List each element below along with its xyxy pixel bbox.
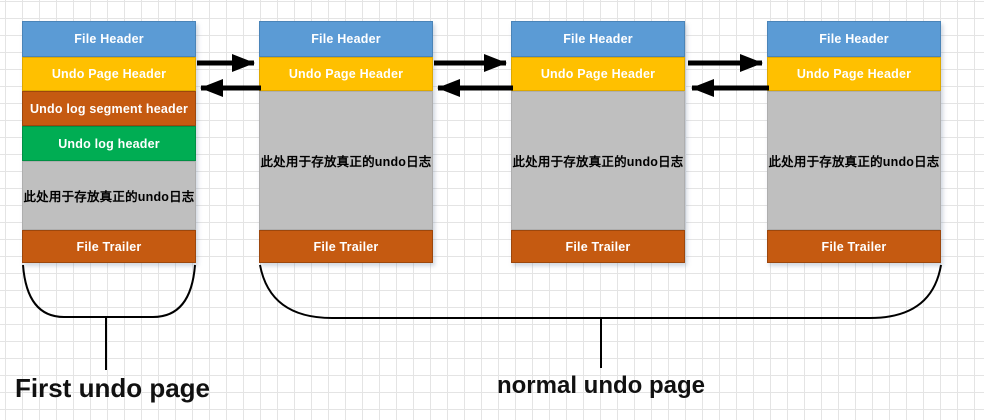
section-undo-page-header: Undo Page Header bbox=[259, 57, 433, 91]
label-normal-undo-page: normal undo page bbox=[496, 372, 705, 399]
section-undo-data-area: 此处用于存放真正的undo日志 bbox=[22, 161, 196, 230]
normal-undo-page-column-1: File Header Undo Page Header 此处用于存放真正的un… bbox=[259, 21, 433, 263]
section-file-trailer: File Trailer bbox=[767, 230, 941, 263]
section-file-header: File Header bbox=[22, 21, 196, 57]
section-undo-page-header: Undo Page Header bbox=[767, 57, 941, 91]
section-file-header: File Header bbox=[259, 21, 433, 57]
first-undo-page-column: File Header Undo Page Header Undo log se… bbox=[22, 21, 196, 263]
brace-normal-undo-pages bbox=[259, 264, 942, 319]
brace-first-undo-page bbox=[22, 264, 196, 318]
section-undo-data-area: 此处用于存放真正的undo日志 bbox=[767, 91, 941, 230]
section-file-header: File Header bbox=[767, 21, 941, 57]
section-file-trailer: File Trailer bbox=[259, 230, 433, 263]
normal-undo-page-column-2: File Header Undo Page Header 此处用于存放真正的un… bbox=[511, 21, 685, 263]
section-undo-page-header: Undo Page Header bbox=[511, 57, 685, 91]
section-file-header: File Header bbox=[511, 21, 685, 57]
section-file-trailer: File Trailer bbox=[22, 230, 196, 263]
label-first-undo-page: First undo page bbox=[15, 373, 210, 403]
section-undo-data-area: 此处用于存放真正的undo日志 bbox=[259, 91, 433, 230]
section-undo-data-area: 此处用于存放真正的undo日志 bbox=[511, 91, 685, 230]
section-undo-page-header: Undo Page Header bbox=[22, 57, 196, 91]
section-undo-log-header: Undo log header bbox=[22, 126, 196, 161]
normal-undo-page-column-3: File Header Undo Page Header 此处用于存放真正的un… bbox=[767, 21, 941, 263]
section-undo-log-segment-header: Undo log segment header bbox=[22, 91, 196, 126]
section-file-trailer: File Trailer bbox=[511, 230, 685, 263]
